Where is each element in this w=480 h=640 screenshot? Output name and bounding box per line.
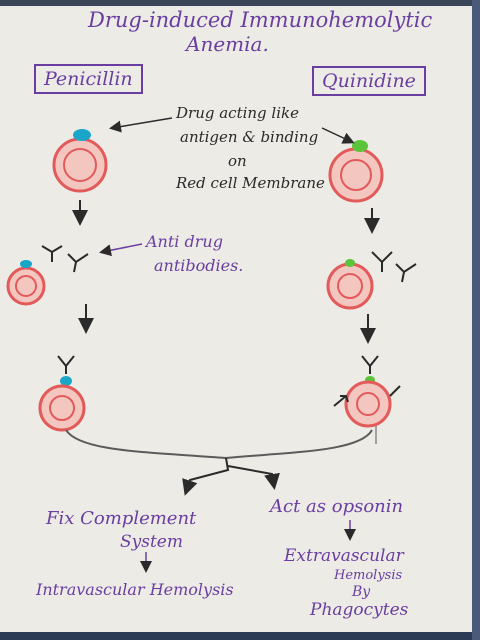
extravascular-line-3: By xyxy=(352,584,371,600)
antibody-note-line-1: Anti drug xyxy=(146,232,223,251)
extravascular-line-1: Extravascular xyxy=(284,546,404,566)
drug-blue-left-3 xyxy=(60,376,72,386)
antibody-bound-left xyxy=(57,355,75,374)
drug-green-right-1 xyxy=(352,140,368,152)
antibodies-right xyxy=(371,251,417,283)
drug-antigen-note-line-4: Red cell Membrane xyxy=(176,174,325,192)
opsonin-label: Act as opsonin xyxy=(270,496,404,517)
drug-green-right-2 xyxy=(345,259,355,267)
red-cell-right-3 xyxy=(344,380,392,428)
arrow-annotation-to-right-drug xyxy=(321,127,355,144)
title-line-1: Drug-induced Immunohemolytic xyxy=(88,8,433,32)
fix-complement-line-1: Fix Complement xyxy=(46,508,197,529)
antibody-bound-right xyxy=(361,355,379,374)
red-cell-right-1 xyxy=(328,147,384,203)
antibodies-left xyxy=(41,245,89,273)
antibodies-surrounding-right xyxy=(333,385,401,407)
branch-right xyxy=(227,465,280,490)
extravascular-line-2: Hemolysis xyxy=(334,568,403,583)
penicillin-box: Penicillin xyxy=(34,64,143,94)
red-cell-left-3 xyxy=(38,384,86,432)
right-edge xyxy=(472,0,480,640)
extravascular-line-4: Phagocytes xyxy=(310,600,409,620)
drug-antigen-note-line-3: on xyxy=(228,152,247,170)
drug-antigen-note-line-2: antigen & binding xyxy=(180,128,319,146)
converge-right-line xyxy=(225,429,373,459)
fix-complement-line-2: System xyxy=(120,532,183,552)
branch-left xyxy=(182,457,230,496)
drug-blue-left-1 xyxy=(73,129,91,141)
converge-left-line xyxy=(65,429,227,459)
red-cell-left-2 xyxy=(6,266,46,306)
drug-antigen-note-line-1: Drug acting like xyxy=(176,104,299,122)
title-line-2: Anemia. xyxy=(186,32,269,56)
drug-blue-left-2 xyxy=(20,260,32,268)
quinidine-box: Quinidine xyxy=(312,66,426,96)
arrow-antibody-note xyxy=(99,243,143,257)
arrow-annotation-to-left-drug xyxy=(109,117,173,133)
intravascular-hemolysis: Intravascular Hemolysis xyxy=(36,580,234,599)
top-edge xyxy=(0,0,480,10)
red-cell-right-2 xyxy=(326,262,374,310)
red-cell-left-1 xyxy=(52,137,108,193)
antibody-note-line-2: antibodies. xyxy=(154,256,244,275)
